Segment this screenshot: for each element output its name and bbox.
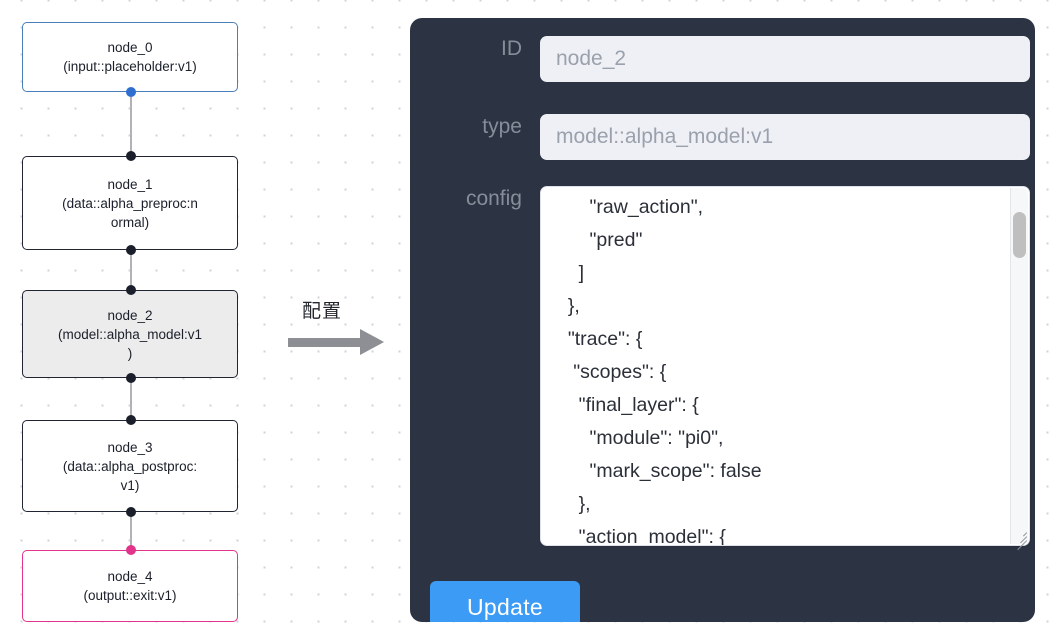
node-inspector-panel: ID type config "raw_action", "pred" ] },… [410,18,1035,622]
arrow-head-icon [360,329,384,355]
update-button[interactable]: Update [430,581,580,622]
flow-node-label: node_2 (model::alpha_model:v1 ) [57,307,203,361]
handle-node_3-source[interactable] [126,507,136,517]
arrow-right-icon [288,338,362,347]
config-scrollbar-thumb[interactable] [1013,212,1026,258]
flow-node-node_4[interactable]: node_4 (output::exit:v1) [22,550,238,622]
edge-node0-node1 [130,92,132,156]
field-row-type: type [430,114,1030,160]
handle-node_2-target[interactable] [126,285,136,295]
type-field-label: type [482,115,522,138]
edge-node2-node3 [130,378,132,420]
node-flow-graph[interactable]: node_0 (input::placeholder:v1) node_1 (d… [0,0,400,643]
flow-node-node_0[interactable]: node_0 (input::placeholder:v1) [22,22,238,92]
config-vertical-scrollbar[interactable] [1010,188,1028,544]
handle-node_0-source[interactable] [126,87,136,97]
id-field-label: ID [501,37,522,60]
flow-node-node_1[interactable]: node_1 (data::alpha_preproc:n ormal) [22,156,238,250]
handle-node_1-target[interactable] [126,151,136,161]
configure-arrow-annotation: 配置 [288,296,398,358]
config-editor[interactable]: "raw_action", "pred" ] }, "trace": { "sc… [540,186,1030,550]
config-field-label: config [465,187,522,210]
flow-node-node_3[interactable]: node_3 (data::alpha_postproc: v1) [22,420,238,512]
flow-node-label: node_1 (data::alpha_preproc:n ormal) [62,176,198,230]
field-row-config: config "raw_action", "pred" ] }, "trace"… [430,186,1030,550]
handle-node_3-target[interactable] [126,415,136,425]
id-input[interactable] [540,36,1030,82]
handle-node_4-target[interactable] [126,545,136,555]
arrow-label: 配置 [302,300,343,322]
edge-node3-node4 [130,512,132,550]
type-input[interactable] [540,114,1030,160]
flow-node-label: node_0 (input::placeholder:v1) [63,40,197,74]
flow-node-node_2[interactable]: node_2 (model::alpha_model:v1 ) [22,290,238,378]
handle-node_2-source[interactable] [126,373,136,383]
flow-node-label: node_3 (data::alpha_postproc: v1) [62,439,198,493]
field-row-id: ID [430,36,1030,82]
edge-node1-node2 [130,250,132,290]
handle-node_1-source[interactable] [126,245,136,255]
config-textarea[interactable]: "raw_action", "pred" ] }, "trace": { "sc… [540,186,1030,546]
flow-node-label: node_4 (output::exit:v1) [83,569,177,603]
